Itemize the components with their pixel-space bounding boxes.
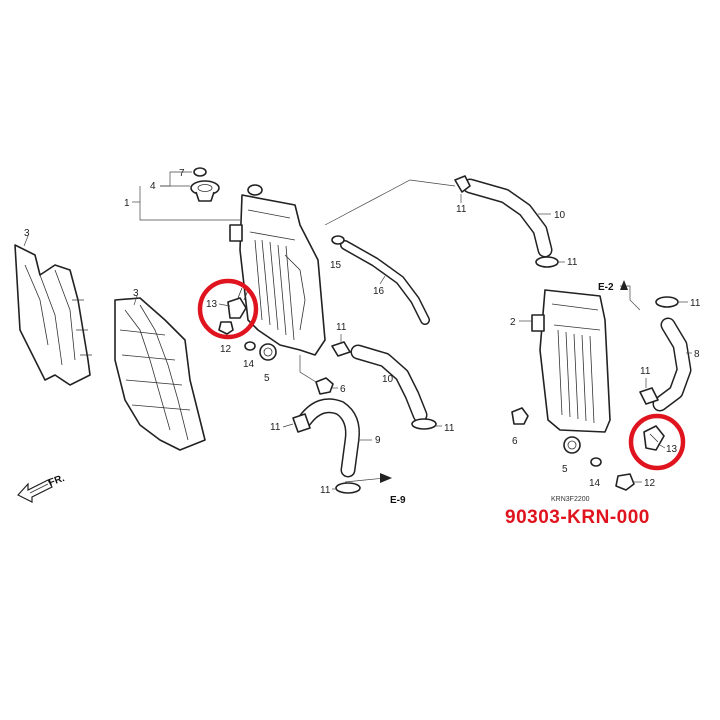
clamp-11-lower-left <box>292 413 311 433</box>
bracket-13-right <box>643 425 665 451</box>
callout-7: 7 <box>179 168 185 179</box>
bracket-13-left <box>227 287 249 319</box>
clamp-11-upper-right <box>535 256 559 268</box>
callout-5-right: 5 <box>562 464 568 475</box>
callout-13-right: 13 <box>666 444 678 455</box>
callout-9: 9 <box>375 435 381 446</box>
callout-11-top: 11 <box>456 204 467 215</box>
clamp-11-right-top <box>655 296 679 308</box>
callout-13-left: 13 <box>206 299 218 310</box>
callout-11-lower-bottom: 11 <box>320 485 331 496</box>
radiator-shroud-left <box>14 244 92 386</box>
callout-11-upper-right: 11 <box>567 257 578 268</box>
upper-hose-10 <box>462 178 553 258</box>
hose-8 <box>652 317 692 412</box>
fitting-15 <box>331 235 345 245</box>
clamp-11-mid-left <box>331 341 351 357</box>
ref-e9: E-9 <box>390 495 406 506</box>
callout-14-left: 14 <box>243 359 255 370</box>
clamp-11-mid-right <box>411 418 437 430</box>
callout-3-shroud-left: 3 <box>24 228 30 239</box>
washer-14-right <box>590 457 602 467</box>
breather-tube-16 <box>340 240 430 325</box>
callout-1: 1 <box>124 198 130 209</box>
callout-11-mid-left: 11 <box>336 322 347 333</box>
callout-5-left: 5 <box>264 373 270 384</box>
bolt-12-right <box>615 473 635 491</box>
callout-3-shroud-right: 3 <box>133 288 139 299</box>
callout-10-middle: 10 <box>382 374 394 385</box>
callout-11-right-top: 11 <box>690 298 701 309</box>
highlight-circle-right <box>628 413 686 471</box>
callout-12-left: 12 <box>220 344 232 355</box>
washer-14-left <box>244 341 256 351</box>
o-ring <box>193 167 207 177</box>
drawing-code: KRN3F2200 <box>551 496 590 503</box>
callout-11-right-mid: 11 <box>640 366 651 377</box>
collar-6-left <box>299 355 334 395</box>
bolt-12-left <box>218 321 234 335</box>
front-direction-arrow <box>17 479 53 503</box>
clamp-11-top <box>454 175 471 193</box>
ref-e2: E-2 <box>598 282 614 293</box>
highlight-circle-left <box>197 278 259 340</box>
callout-6-left: 6 <box>340 384 346 395</box>
radiator-cap <box>190 180 220 202</box>
callout-12-right: 12 <box>644 478 656 489</box>
radiator-shroud-right <box>114 297 206 451</box>
callout-11-lower-left: 11 <box>270 422 281 433</box>
clamp-11-lower-bottom <box>335 482 361 494</box>
grommet-5-left <box>259 343 277 361</box>
callout-11-mid-right: 11 <box>444 423 455 434</box>
callout-8: 8 <box>694 349 700 360</box>
collar-6-right <box>511 407 529 425</box>
callout-14-right: 14 <box>589 478 601 489</box>
clamp-11-right-mid <box>639 387 659 405</box>
radiator-right <box>531 289 611 433</box>
callout-4: 4 <box>150 181 156 192</box>
hose-10-middle <box>350 344 428 423</box>
fr-label: FR. <box>47 473 66 489</box>
lower-hose-9 <box>297 398 360 478</box>
grommet-5-right <box>563 436 581 454</box>
callout-15: 15 <box>330 260 342 271</box>
callout-10-top: 10 <box>554 210 566 221</box>
callout-6-right: 6 <box>512 436 518 447</box>
part-number-label: 90303-KRN-000 <box>505 507 650 528</box>
callout-16: 16 <box>373 286 385 297</box>
callout-2: 2 <box>510 317 516 328</box>
